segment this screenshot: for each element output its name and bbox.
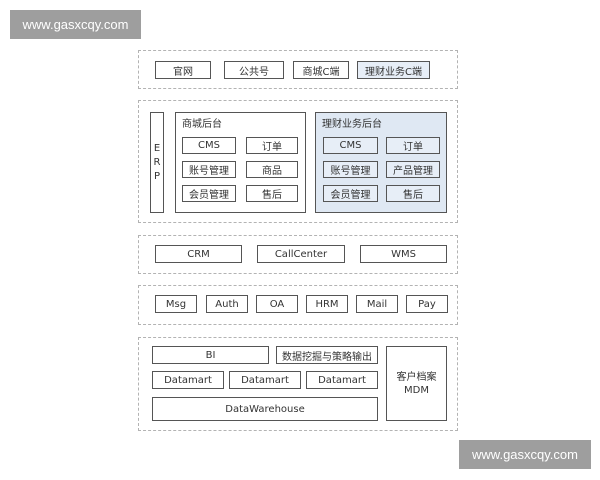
finance-product: 产品管理: [386, 161, 440, 178]
mall-backend-title: 商城后台: [182, 119, 222, 130]
wms-box: WMS: [360, 245, 447, 263]
finance-order: 订单: [386, 137, 440, 154]
mall-order: 订单: [246, 137, 298, 154]
data-mining-box: 数据挖掘与策略输出: [276, 346, 378, 364]
auth-box: Auth: [206, 295, 248, 313]
watermark-bottom: www.gasxcqy.com: [459, 440, 591, 469]
datamart-box-3: Datamart: [306, 371, 378, 389]
finance-aftersale: 售后: [386, 185, 440, 202]
pay-box: Pay: [406, 295, 448, 313]
crm-box: CRM: [155, 245, 242, 263]
mdm-box: 客户档案 MDM: [386, 346, 447, 421]
data-layer: [138, 337, 458, 431]
base-service-layer: [138, 285, 458, 325]
mall-goods: 商品: [246, 161, 298, 178]
mail-box: Mail: [356, 295, 398, 313]
channel-official-site: 官网: [155, 61, 211, 79]
channel-finance-c: 理财业务C端: [357, 61, 430, 79]
bi-box: BI: [152, 346, 269, 364]
finance-account: 账号管理: [323, 161, 378, 178]
watermark-top: www.gasxcqy.com: [10, 10, 141, 39]
erp-letter-p: P: [153, 170, 161, 182]
mall-aftersale: 售后: [246, 185, 298, 202]
backend-layer: [138, 100, 458, 223]
mall-cms: CMS: [182, 137, 236, 154]
oa-box: OA: [256, 295, 298, 313]
msg-box: Msg: [155, 295, 197, 313]
hrm-box: HRM: [306, 295, 348, 313]
callcenter-box: CallCenter: [257, 245, 345, 263]
datawarehouse-box: DataWarehouse: [152, 397, 378, 421]
channel-mall-c: 商城C端: [293, 61, 349, 79]
channel-layer: [138, 50, 458, 89]
business-service-layer: [138, 235, 458, 274]
finance-member: 会员管理: [323, 185, 378, 202]
datamart-box-1: Datamart: [152, 371, 224, 389]
mall-member: 会员管理: [182, 185, 236, 202]
channel-public-account: 公共号: [224, 61, 284, 79]
datamart-box-2: Datamart: [229, 371, 301, 389]
finance-backend-title: 理财业务后台: [322, 119, 382, 130]
mall-account: 账号管理: [182, 161, 236, 178]
erp-letter-r: R: [153, 156, 161, 168]
erp-letter-e: E: [153, 142, 161, 154]
erp-box: E R P: [150, 112, 164, 213]
finance-cms: CMS: [323, 137, 378, 154]
